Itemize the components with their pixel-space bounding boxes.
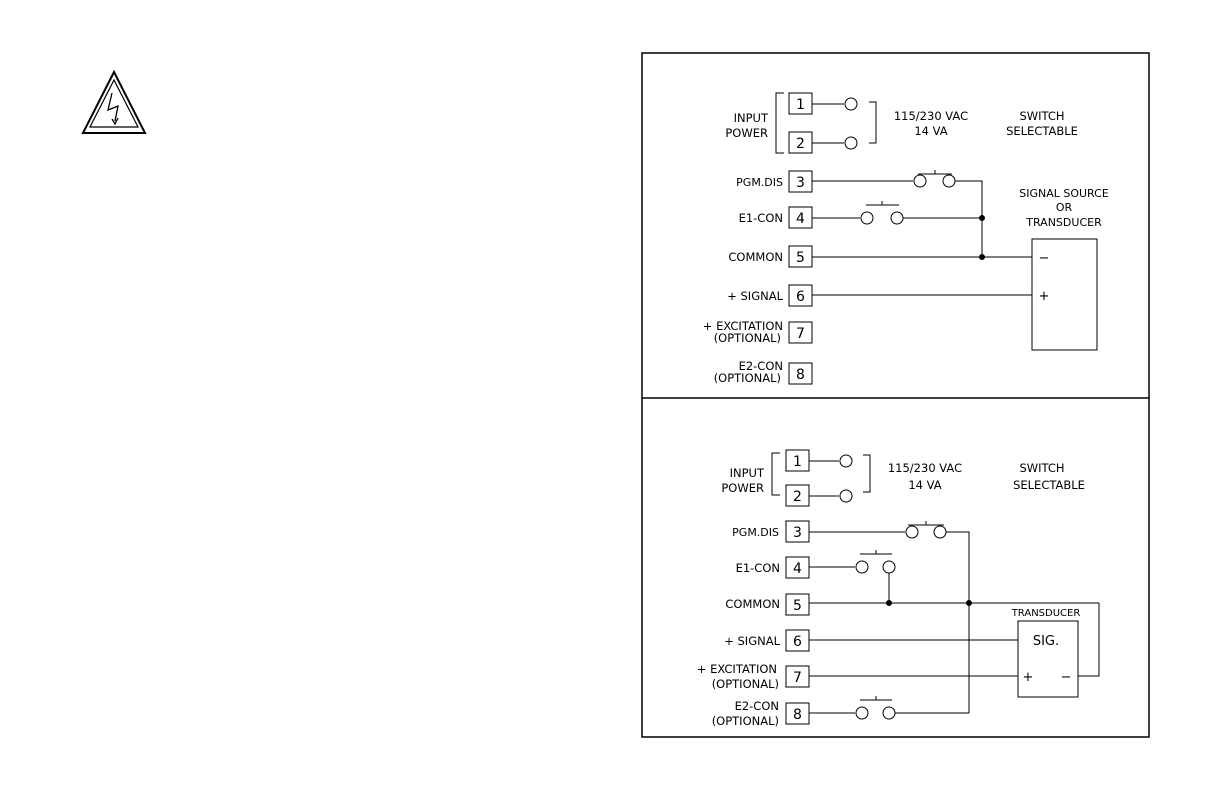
power-spec: 14 VA [914,124,947,138]
terminal-sublabel: (OPTIONAL) [712,714,779,728]
power-spec: 115/230 VAC [894,109,968,123]
terminal-number: 1 [796,97,805,113]
source-plus-sign: + [1039,289,1050,304]
input-power-label: INPUT [734,111,769,125]
terminal-number: 8 [793,707,802,723]
terminal-number: 5 [793,598,802,614]
electrical-hazard-icon [81,69,147,134]
top-wiring-diagram [775,92,1098,385]
terminal-number: 4 [793,561,802,577]
terminal-label: + EXCITATION [697,662,777,676]
transducer-box [1017,620,1079,698]
switch-selectable-note: SELECTABLE [1006,124,1078,138]
input-power-label: INPUT [730,466,765,480]
transducer-minus-sign: − [1061,670,1072,685]
terminal-label: E2-CON [739,359,783,373]
terminal-number: 7 [796,326,805,342]
terminal-label: PGM.DIS [732,526,779,539]
terminal-number: 7 [793,670,802,686]
signal-source-label: SIGNAL SOURCE [1019,187,1109,200]
power-spec: 14 VA [908,478,941,492]
terminal-box [785,593,810,616]
terminal-label: E1-CON [739,211,783,225]
terminal-label: COMMON [725,597,780,611]
terminal-label: + EXCITATION [703,319,783,333]
transducer-plus-sign: + [1023,670,1034,685]
switch-selectable-note: SELECTABLE [1013,478,1085,492]
terminal-number: 6 [793,634,802,650]
terminal-label: E2-CON [735,699,779,713]
terminal-sublabel: (OPTIONAL) [714,331,781,345]
transducer-label: TRANSDUCER [1011,608,1081,619]
terminal-label: COMMON [728,250,783,264]
input-power-label: POWER [721,481,764,495]
signal-source-box [1031,238,1098,351]
terminal-number: 6 [796,289,805,305]
terminal-number: 1 [793,454,802,470]
terminal-label: E1-CON [736,561,780,575]
terminal-label: + SIGNAL [724,634,780,648]
power-spec: 115/230 VAC [888,461,962,475]
terminal-box [788,321,813,344]
terminal-number: 3 [793,525,802,541]
terminal-number: 5 [796,250,805,266]
input-power-label: POWER [725,126,768,140]
terminal-number: 2 [793,489,802,505]
diagram-frame [641,52,1150,738]
source-minus-sign: − [1039,251,1050,266]
terminal-sublabel: (OPTIONAL) [714,371,781,385]
signal-source-label: TRANSDUCER [1025,216,1102,229]
terminal-box [788,362,813,385]
terminal-number: 4 [796,211,805,227]
terminal-label: + SIGNAL [727,289,783,303]
terminal-number: 2 [796,136,805,152]
terminal-sublabel: (OPTIONAL) [712,677,779,691]
switch-selectable-note: SWITCH [1019,109,1064,123]
switch-selectable-note: SWITCH [1019,461,1064,475]
signal-source-label: OR [1056,201,1073,214]
terminal-number: 3 [796,175,805,191]
terminal-number: 8 [796,367,805,383]
bottom-wiring-diagram [771,449,1100,725]
transducer-sig-label: SIG. [1033,634,1059,649]
terminal-label: PGM.DIS [736,176,783,189]
